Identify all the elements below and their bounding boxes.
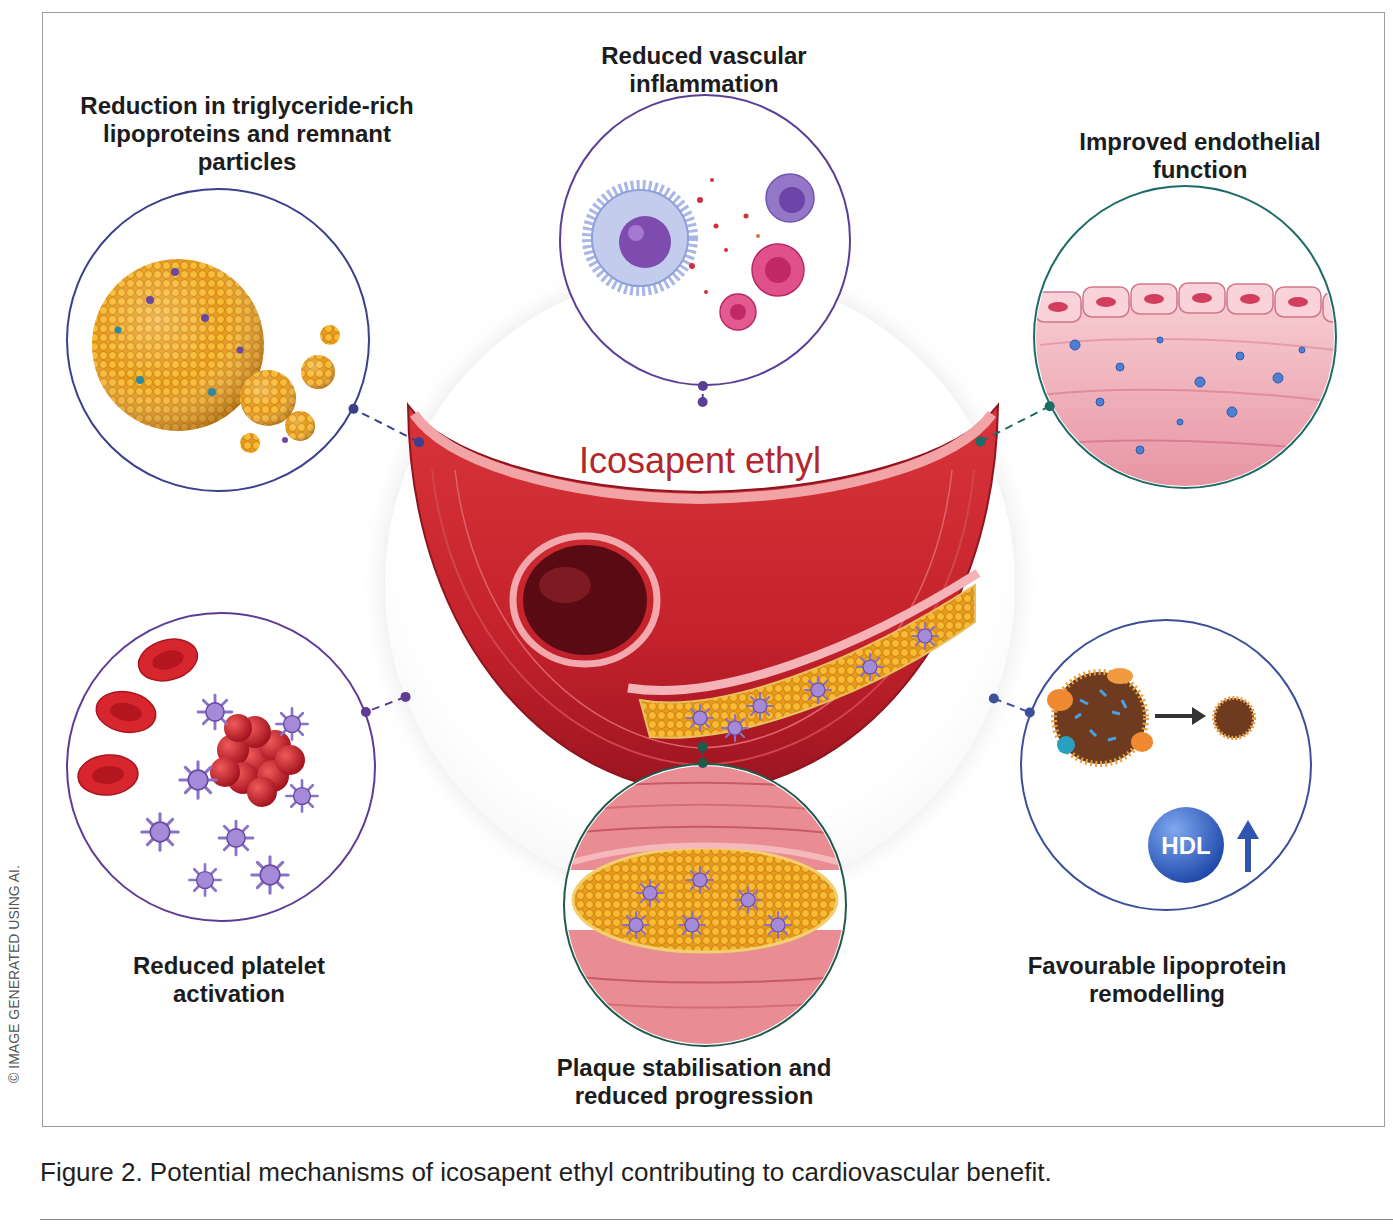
connector-line [354,409,420,442]
connector-line [980,406,1049,441]
dashed-connector [975,401,1054,446]
dashed-connector [361,692,411,717]
mechanism-label: Reduced platelet activation [104,952,354,1008]
mechanism-label: Reduction in triglyceride-rich lipoprote… [77,92,417,176]
mechanism-label: Reduced vascular inflammation [574,42,834,98]
mechanism-circle: Reduced vascular inflammation [559,94,851,386]
mechanism-circle: Plaque stabilisation and reduced progres… [563,763,847,1047]
mechanism-circle: Reduction in triglyceride-rich lipoprote… [66,188,370,492]
mechanism-label: Favourable lipoprotein remodelling [1012,952,1302,1008]
dashed-connector [349,404,425,447]
watermark: © IMAGE GENERATED USING AI. [6,824,22,1124]
mechanism-label: Improved endothelial function [1060,128,1340,184]
mechanism-label: Plaque stabilisation and reduced progres… [544,1054,844,1110]
hub-title: Icosapent ethyl [385,440,1015,482]
connector-line [366,697,406,712]
connector-line [994,699,1030,713]
mechanism-circle: Reduced platelet activation [66,612,376,922]
mechanism-circle: Favourable lipoprotein remodelling [1020,619,1312,911]
caption-rule [40,1219,1393,1220]
mechanism-circle: Improved endothelial function [1033,185,1337,489]
figure-caption: Figure 2. Potential mechanisms of icosap… [40,1157,1380,1188]
